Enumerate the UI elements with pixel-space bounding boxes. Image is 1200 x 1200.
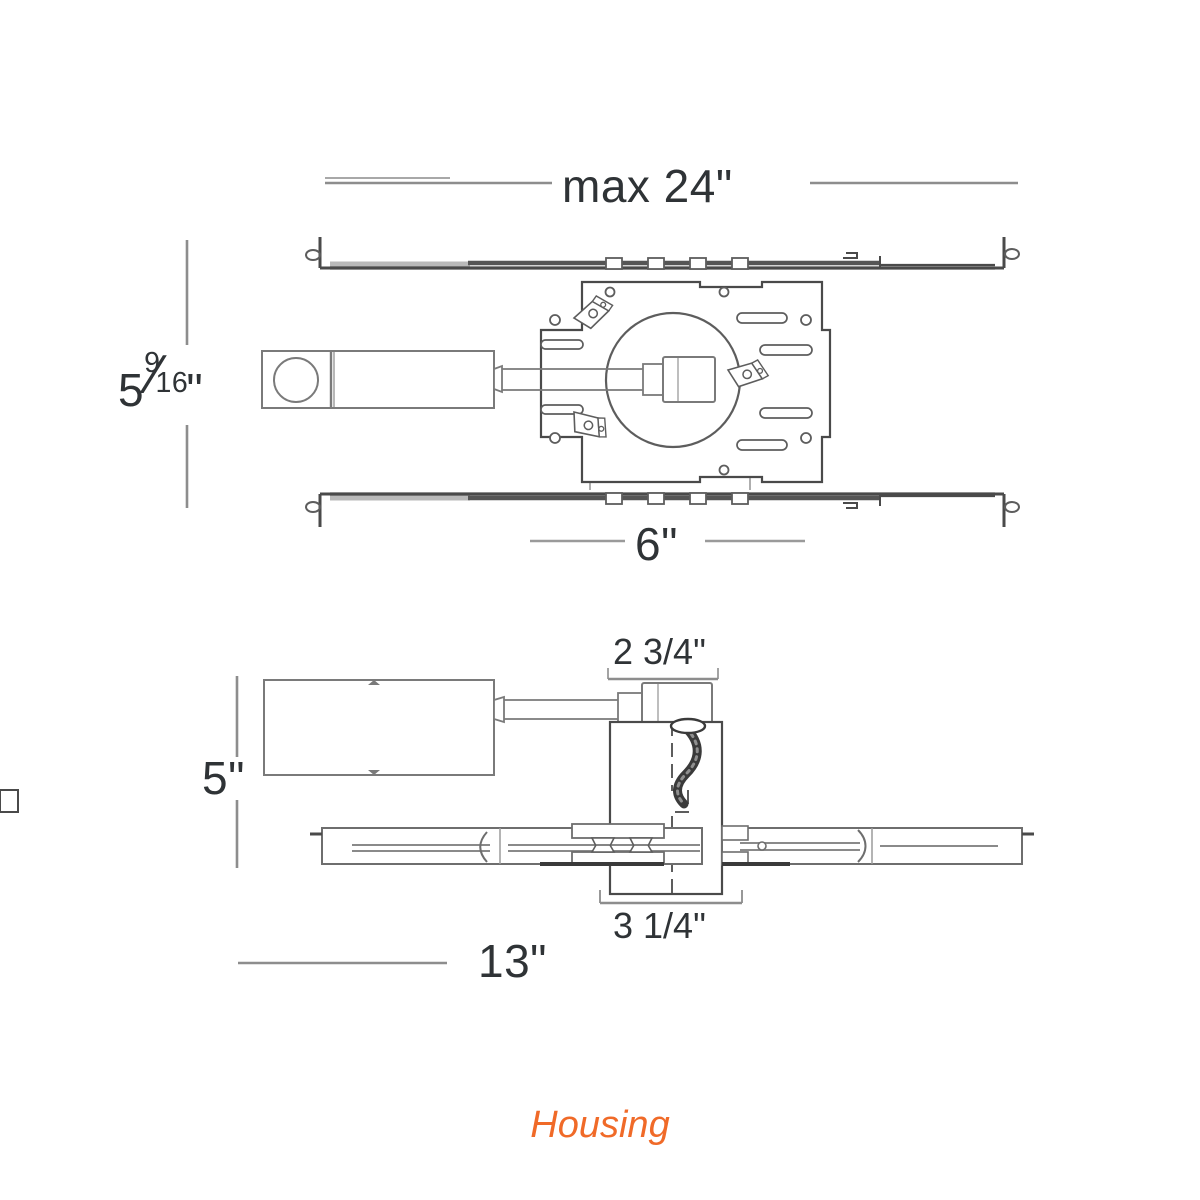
- dimension-label-13: 13": [478, 935, 547, 987]
- fraction-numerator: 9: [144, 346, 161, 379]
- top-view: [185, 177, 1020, 543]
- fraction-slash: ⁄: [150, 344, 161, 406]
- dimension-label-max-24: max 24": [562, 160, 733, 212]
- dimension-label-2-3-4: 2 3/4": [613, 631, 706, 672]
- dimension-whole: 5: [118, 364, 145, 416]
- dimension-unit: ": [186, 364, 204, 416]
- hanger-bar-side-left: [310, 823, 703, 866]
- driver-connector: [493, 356, 716, 403]
- hanger-bar-bottom: [305, 492, 1020, 527]
- fraction-denominator: 16: [155, 366, 189, 399]
- dimension-label-6: 6": [635, 518, 678, 570]
- dimension-label-3-1-4: 3 1/4": [613, 905, 706, 946]
- driver-box: [261, 350, 495, 409]
- driver-box-side: [263, 679, 495, 776]
- side-view: [0, 668, 1034, 965]
- drawing-caption: Housing: [530, 1104, 670, 1146]
- dimension-label-5: 5": [202, 752, 245, 804]
- dimension-max-24-leader: [325, 177, 1018, 185]
- hanger-bar-side-right: [721, 825, 1034, 866]
- dimension-2-3-4-leader: [607, 668, 719, 681]
- dimension-fraction: 9⁄16: [144, 347, 189, 406]
- dimension-3-1-4-leader: [599, 890, 743, 905]
- hanger-bar-top: [305, 237, 1020, 270]
